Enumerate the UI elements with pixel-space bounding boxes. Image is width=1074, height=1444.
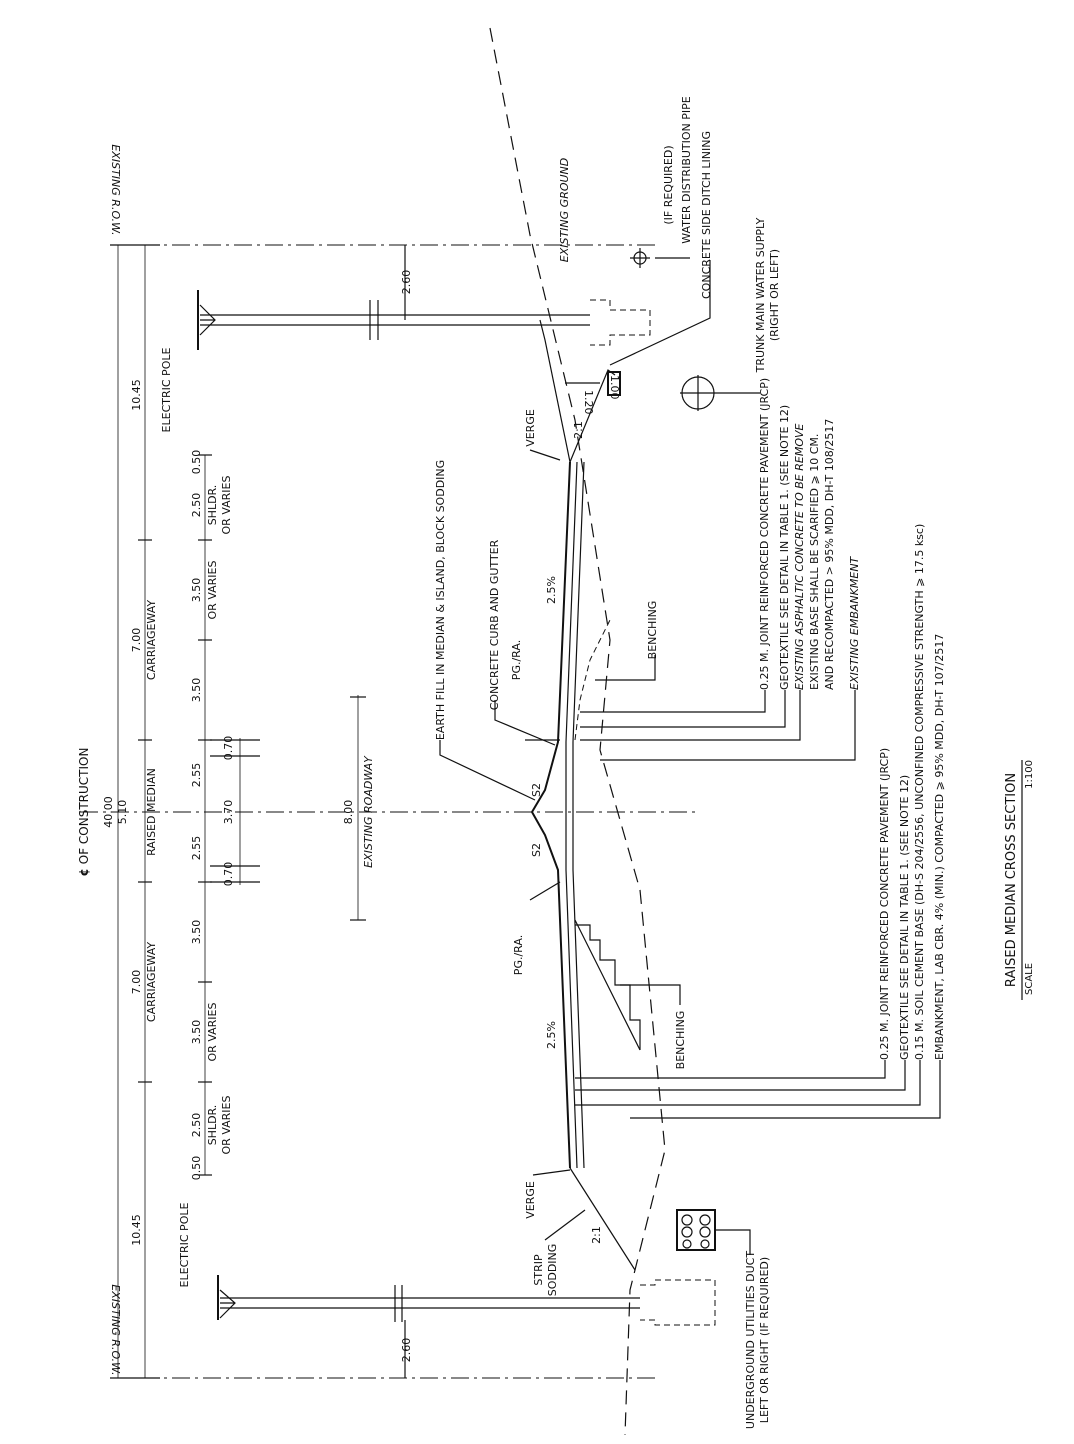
dim-verge-left: 0.50 [190, 1156, 203, 1181]
electric-pole-right [197, 290, 651, 350]
row-label-right: EXISTING R.O.W. [109, 144, 122, 235]
curb-gutter-label: CONCRETE CURB AND GUTTER [488, 539, 501, 710]
drawing-title: RAISED MEDIAN CROSS SECTION [1004, 773, 1019, 987]
pgra-label-right: PG./RA. [510, 640, 523, 680]
note-right-6: EXISTING EMBANKMENT [848, 555, 861, 690]
row-lines: EXISTING R.O.W. EXISTING R.O.W. [109, 144, 660, 1379]
side-ditch: 1.20 1.00 [565, 371, 621, 415]
note-right-5: AND RECOMPACTED > 95% MDD, DH-T 108/2517 [823, 419, 836, 690]
or-varies-lane-left: OR VARIES [206, 1003, 219, 1062]
water-pipe-icon [630, 248, 650, 268]
dim-shoulder-left: 2.50 [190, 1113, 203, 1138]
dim-island: 3.70 [222, 800, 235, 825]
scale-label: SCALE [1024, 963, 1035, 995]
carriageway-label-right: CARRIAGEWAY [145, 600, 158, 680]
dim-median: 5.10 [116, 800, 129, 825]
carriageway-label-left: CARRIAGEWAY [145, 942, 158, 1022]
or-varies-shoulder-right: OR VARIES [220, 476, 233, 535]
centerline-label: ¢ OF CONSTRUCTION [77, 748, 91, 877]
scale-value: 1:100 [1024, 760, 1035, 789]
if-required-label: (IF REQUIRED) [662, 145, 675, 224]
trunk-main-label: TRUNK MAIN WATER SUPPLY [754, 217, 767, 373]
pgra-label-left: PG./RA. [512, 935, 525, 975]
verge-label-right: VERGE [524, 409, 537, 447]
label-layer: ¢ OF CONSTRUCTION 40.00 10.45 10.45 7.00… [77, 96, 1035, 1429]
slope-21-label-left: 2:1 [590, 1226, 603, 1244]
s2-label-b: S2 [530, 843, 543, 857]
dim-gutter-r: 2.55 [190, 763, 203, 788]
right-or-left-label: (RIGHT OR LEFT) [768, 249, 781, 341]
trunk-main-icon [680, 375, 716, 411]
dim-curb-l: 0.70 [222, 862, 235, 887]
strip-sodding-1: STRIP [532, 1254, 545, 1286]
note-right-4: EXISTING BASE SHALL BE SCARIFIED ⩾ 10 CM… [808, 434, 821, 690]
dim-curb-r: 0.70 [222, 736, 235, 761]
dim-lane-l-outer: 3.50 [190, 1020, 203, 1045]
ditch-depth: 1.20 [582, 390, 595, 415]
dim-existing-width: 8.00 [342, 800, 355, 825]
note-left-3: 0.15 M. SOIL CEMENT BASE (DH-S 204/2556,… [913, 524, 926, 1060]
dim-lane-l-inner: 3.50 [190, 920, 203, 945]
electric-pole-label-right: ELECTRIC POLE [160, 348, 173, 433]
utilities-label-1: UNDERGROUND UTILITIES DUCT [744, 1251, 757, 1429]
dim-shoulder-right: 2.50 [190, 493, 203, 518]
shoulder-label-left: SHLDR. [206, 1105, 219, 1146]
electric-pole-left [217, 1275, 716, 1326]
note-left-1: 0.25 M. JOINT REINFORCED CONCRETE PAVEME… [878, 748, 891, 1060]
note-left-2: GEOTEXTILE SEE DETAIL IN TABLE 1. (SEE N… [898, 775, 911, 1060]
electric-pole-label-left: ELECTRIC POLE [178, 1203, 191, 1288]
existing-ground-line [489, 27, 666, 1436]
existing-ground-label: EXISTING GROUND [558, 158, 571, 263]
water-pipe-label: WATER DISTRIBUTION PIPE [680, 96, 693, 244]
dim-half-right: 10.45 [130, 379, 143, 411]
dim-pole-offset-l: 2.60 [400, 1338, 413, 1363]
row-label-left: EXISTING R.O.W. [109, 1284, 122, 1375]
or-varies-lane-right: OR VARIES [206, 561, 219, 620]
earth-fill-label: EARTH FILL IN MEDIAN & ISLAND, BLOCK SOD… [434, 460, 447, 740]
ditch-width: 1.00 [608, 375, 621, 400]
s2-label-a: S2 [530, 783, 543, 797]
dim-half-left: 10.45 [130, 1214, 143, 1246]
dim-pole-offset-r: 2.60 [400, 270, 413, 295]
dim-lane-r-outer: 3.50 [190, 578, 203, 603]
pavement-profile [530, 319, 641, 1271]
utilities-label-2: LEFT OR RIGHT (IF REQUIRED) [758, 1257, 771, 1423]
dim-carriageway-left: 7.00 [130, 970, 143, 995]
note-left-4: EMBANKMENT, LAB CBR. 4% (MIN.) COMPACTED… [933, 634, 946, 1060]
benching-label-right: BENCHING [646, 601, 659, 660]
benching-label-left: BENCHING [674, 1011, 687, 1070]
note-right-3: EXISTING ASPHALTIC CONCRETE TO BE REMOVE [793, 423, 806, 690]
existing-roadway-label: EXISTING ROADWAY [362, 755, 375, 868]
or-varies-shoulder-left: OR VARIES [220, 1096, 233, 1155]
median-label: RAISED MEDIAN [145, 768, 158, 856]
slope-25-right: 2.5% [545, 576, 558, 604]
strip-sodding-2: SODDING [546, 1244, 559, 1297]
leader-lines [439, 257, 941, 1255]
ditch-lining-label: CONCRETE SIDE DITCH LINING [700, 131, 713, 299]
dim-total: 40.00 [102, 796, 115, 828]
slope-21-label: 2:1 [572, 421, 585, 439]
note-right-1: 0.25 M. JOINT REINFORCED CONCRETE PAVEME… [758, 378, 771, 690]
slope-25-left: 2.5% [545, 1021, 558, 1049]
verge-label-left: VERGE [524, 1181, 537, 1219]
dim-verge-right: 0.50 [190, 450, 203, 475]
shoulder-label-right: SHLDR. [206, 485, 219, 526]
dim-lane-r-inner: 3.50 [190, 678, 203, 703]
dim-gutter-l: 2.55 [190, 836, 203, 861]
dim-carriageway-right: 7.00 [130, 628, 143, 653]
note-right-2: GEOTEXTILE SEE DETAIL IN TABLE 1. (SEE N… [778, 405, 791, 690]
